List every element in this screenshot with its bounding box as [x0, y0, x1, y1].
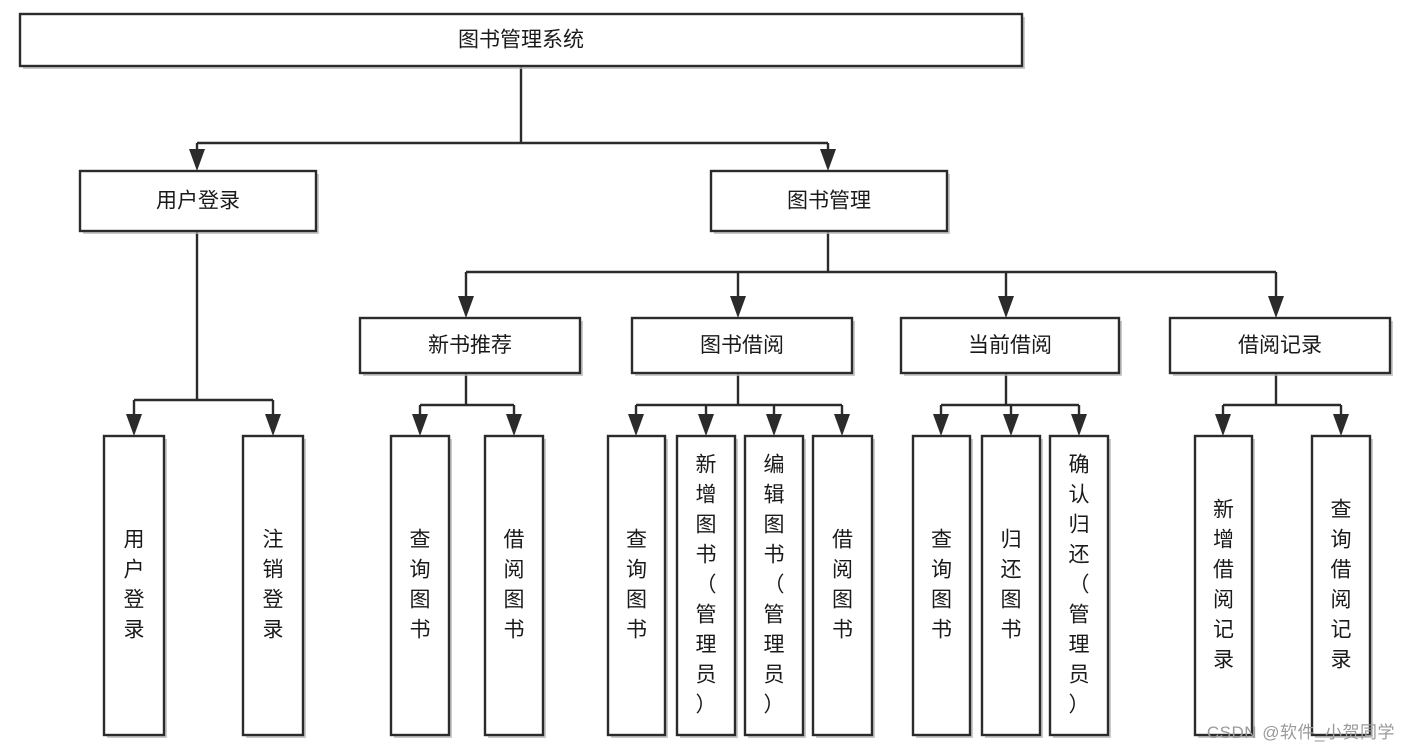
- node-leaf-query-book-borrow[interactable]: 查询图书: [606, 434, 668, 738]
- node-label: 编辑图书（管理员）: [764, 453, 785, 716]
- conn-currentborrow-to-leaves: [933, 373, 1087, 436]
- node-leaf-add-book[interactable]: 新增图书（管理员）: [675, 434, 738, 738]
- node-label: 归还图书: [1001, 528, 1022, 641]
- node-leaf-borrow-book[interactable]: 借阅图书: [811, 434, 875, 738]
- arrow-head-icon: [820, 149, 836, 171]
- node-box[interactable]: [606, 434, 667, 737]
- node-leaf-return-book[interactable]: 归还图书: [980, 434, 1043, 738]
- node-box[interactable]: [78, 169, 318, 233]
- node-box[interactable]: [675, 434, 737, 737]
- node-label: 图书管理: [787, 190, 871, 213]
- node-leaf-add-borrow-record[interactable]: 新增借阅记录: [1193, 434, 1255, 738]
- node-box[interactable]: [1048, 434, 1110, 737]
- node-box[interactable]: [18, 12, 1024, 68]
- node-label: 确认归还（管理员）: [1069, 453, 1090, 716]
- node-label: 查询借阅记录: [1331, 498, 1352, 671]
- node-leaf-edit-book[interactable]: 编辑图书（管理员）: [743, 434, 806, 738]
- arrow-head-icon: [1071, 414, 1087, 436]
- arrow-head-icon: [189, 149, 205, 171]
- arrow-head-icon: [998, 296, 1014, 318]
- node-box[interactable]: [483, 434, 545, 737]
- arrow-head-icon: [1215, 414, 1231, 436]
- node-root[interactable]: 图书管理系统: [18, 12, 1025, 69]
- node-book-management[interactable]: 图书管理: [709, 169, 950, 234]
- arrow-head-icon: [1003, 414, 1019, 436]
- node-box[interactable]: [102, 434, 166, 737]
- node-label: 用户登录: [156, 190, 240, 213]
- node-label: 用户登录: [124, 528, 145, 641]
- node-borrow-record[interactable]: 借阅记录: [1168, 316, 1393, 376]
- node-label: 新增借阅记录: [1213, 498, 1234, 671]
- connectors-layer: [126, 66, 1349, 436]
- arrow-head-icon: [766, 414, 782, 436]
- arrow-head-icon: [730, 296, 746, 318]
- node-box[interactable]: [980, 434, 1042, 737]
- conn-newbook-to-leaves: [412, 373, 522, 436]
- node-current-borrow[interactable]: 当前借阅: [899, 316, 1122, 376]
- arrow-head-icon: [698, 414, 714, 436]
- node-box[interactable]: [241, 434, 305, 737]
- node-leaf-query-book-rec[interactable]: 查询图书: [389, 434, 452, 738]
- node-label: 当前借阅: [968, 334, 1052, 357]
- nodes-layer: 图书管理系统用户登录图书管理新书推荐图书借阅当前借阅借阅记录用户登录注销登录查询…: [18, 12, 1393, 738]
- arrow-head-icon: [506, 414, 522, 436]
- conn-borrowrecord-to-leaves: [1215, 373, 1349, 436]
- node-label: 借阅图书: [504, 528, 525, 641]
- node-label: 图书管理系统: [458, 29, 584, 52]
- node-user-login[interactable]: 用户登录: [78, 169, 319, 234]
- arrow-head-icon: [126, 414, 142, 436]
- arrow-head-icon: [1268, 296, 1284, 318]
- arrow-head-icon: [1333, 414, 1349, 436]
- conn-bookborrow-to-leaves: [628, 373, 850, 436]
- node-label: 注销登录: [263, 528, 284, 641]
- node-label: 借阅图书: [832, 528, 853, 641]
- node-label: 查询图书: [931, 528, 952, 641]
- node-box[interactable]: [630, 316, 854, 375]
- arrow-head-icon: [265, 414, 281, 436]
- node-box[interactable]: [811, 434, 874, 737]
- node-new-book-recommend[interactable]: 新书推荐: [358, 316, 583, 376]
- node-label: 新书推荐: [428, 334, 512, 357]
- node-box[interactable]: [743, 434, 805, 737]
- arrow-head-icon: [834, 414, 850, 436]
- node-leaf-borrow-book-rec[interactable]: 借阅图书: [483, 434, 546, 738]
- node-label: 图书借阅: [700, 334, 784, 357]
- node-box[interactable]: [1193, 434, 1254, 737]
- node-label: 新增图书（管理员）: [696, 453, 717, 716]
- node-label: 查询图书: [410, 528, 431, 641]
- node-label: 查询图书: [626, 528, 647, 641]
- conn-userlogin-to-leaves: [126, 231, 281, 436]
- node-box[interactable]: [1310, 434, 1372, 737]
- node-label: 借阅记录: [1238, 334, 1322, 357]
- node-box[interactable]: [358, 316, 582, 375]
- node-leaf-user-logout[interactable]: 注销登录: [241, 434, 306, 738]
- node-box[interactable]: [911, 434, 972, 737]
- arrow-head-icon: [933, 414, 949, 436]
- node-book-borrow[interactable]: 图书借阅: [630, 316, 855, 376]
- conn-bookmgmt-to-level3: [458, 231, 1284, 318]
- node-leaf-query-book-current[interactable]: 查询图书: [911, 434, 973, 738]
- node-leaf-confirm-return[interactable]: 确认归还（管理员）: [1048, 434, 1111, 738]
- node-box[interactable]: [899, 316, 1121, 375]
- arrow-head-icon: [412, 414, 428, 436]
- arrow-head-icon: [458, 296, 474, 318]
- node-leaf-query-borrow-record[interactable]: 查询借阅记录: [1310, 434, 1373, 738]
- node-box[interactable]: [709, 169, 949, 233]
- node-box[interactable]: [389, 434, 451, 737]
- node-leaf-user-login[interactable]: 用户登录: [102, 434, 167, 738]
- conn-root-to-level2: [189, 66, 836, 171]
- node-box[interactable]: [1168, 316, 1392, 375]
- arrow-head-icon: [628, 414, 644, 436]
